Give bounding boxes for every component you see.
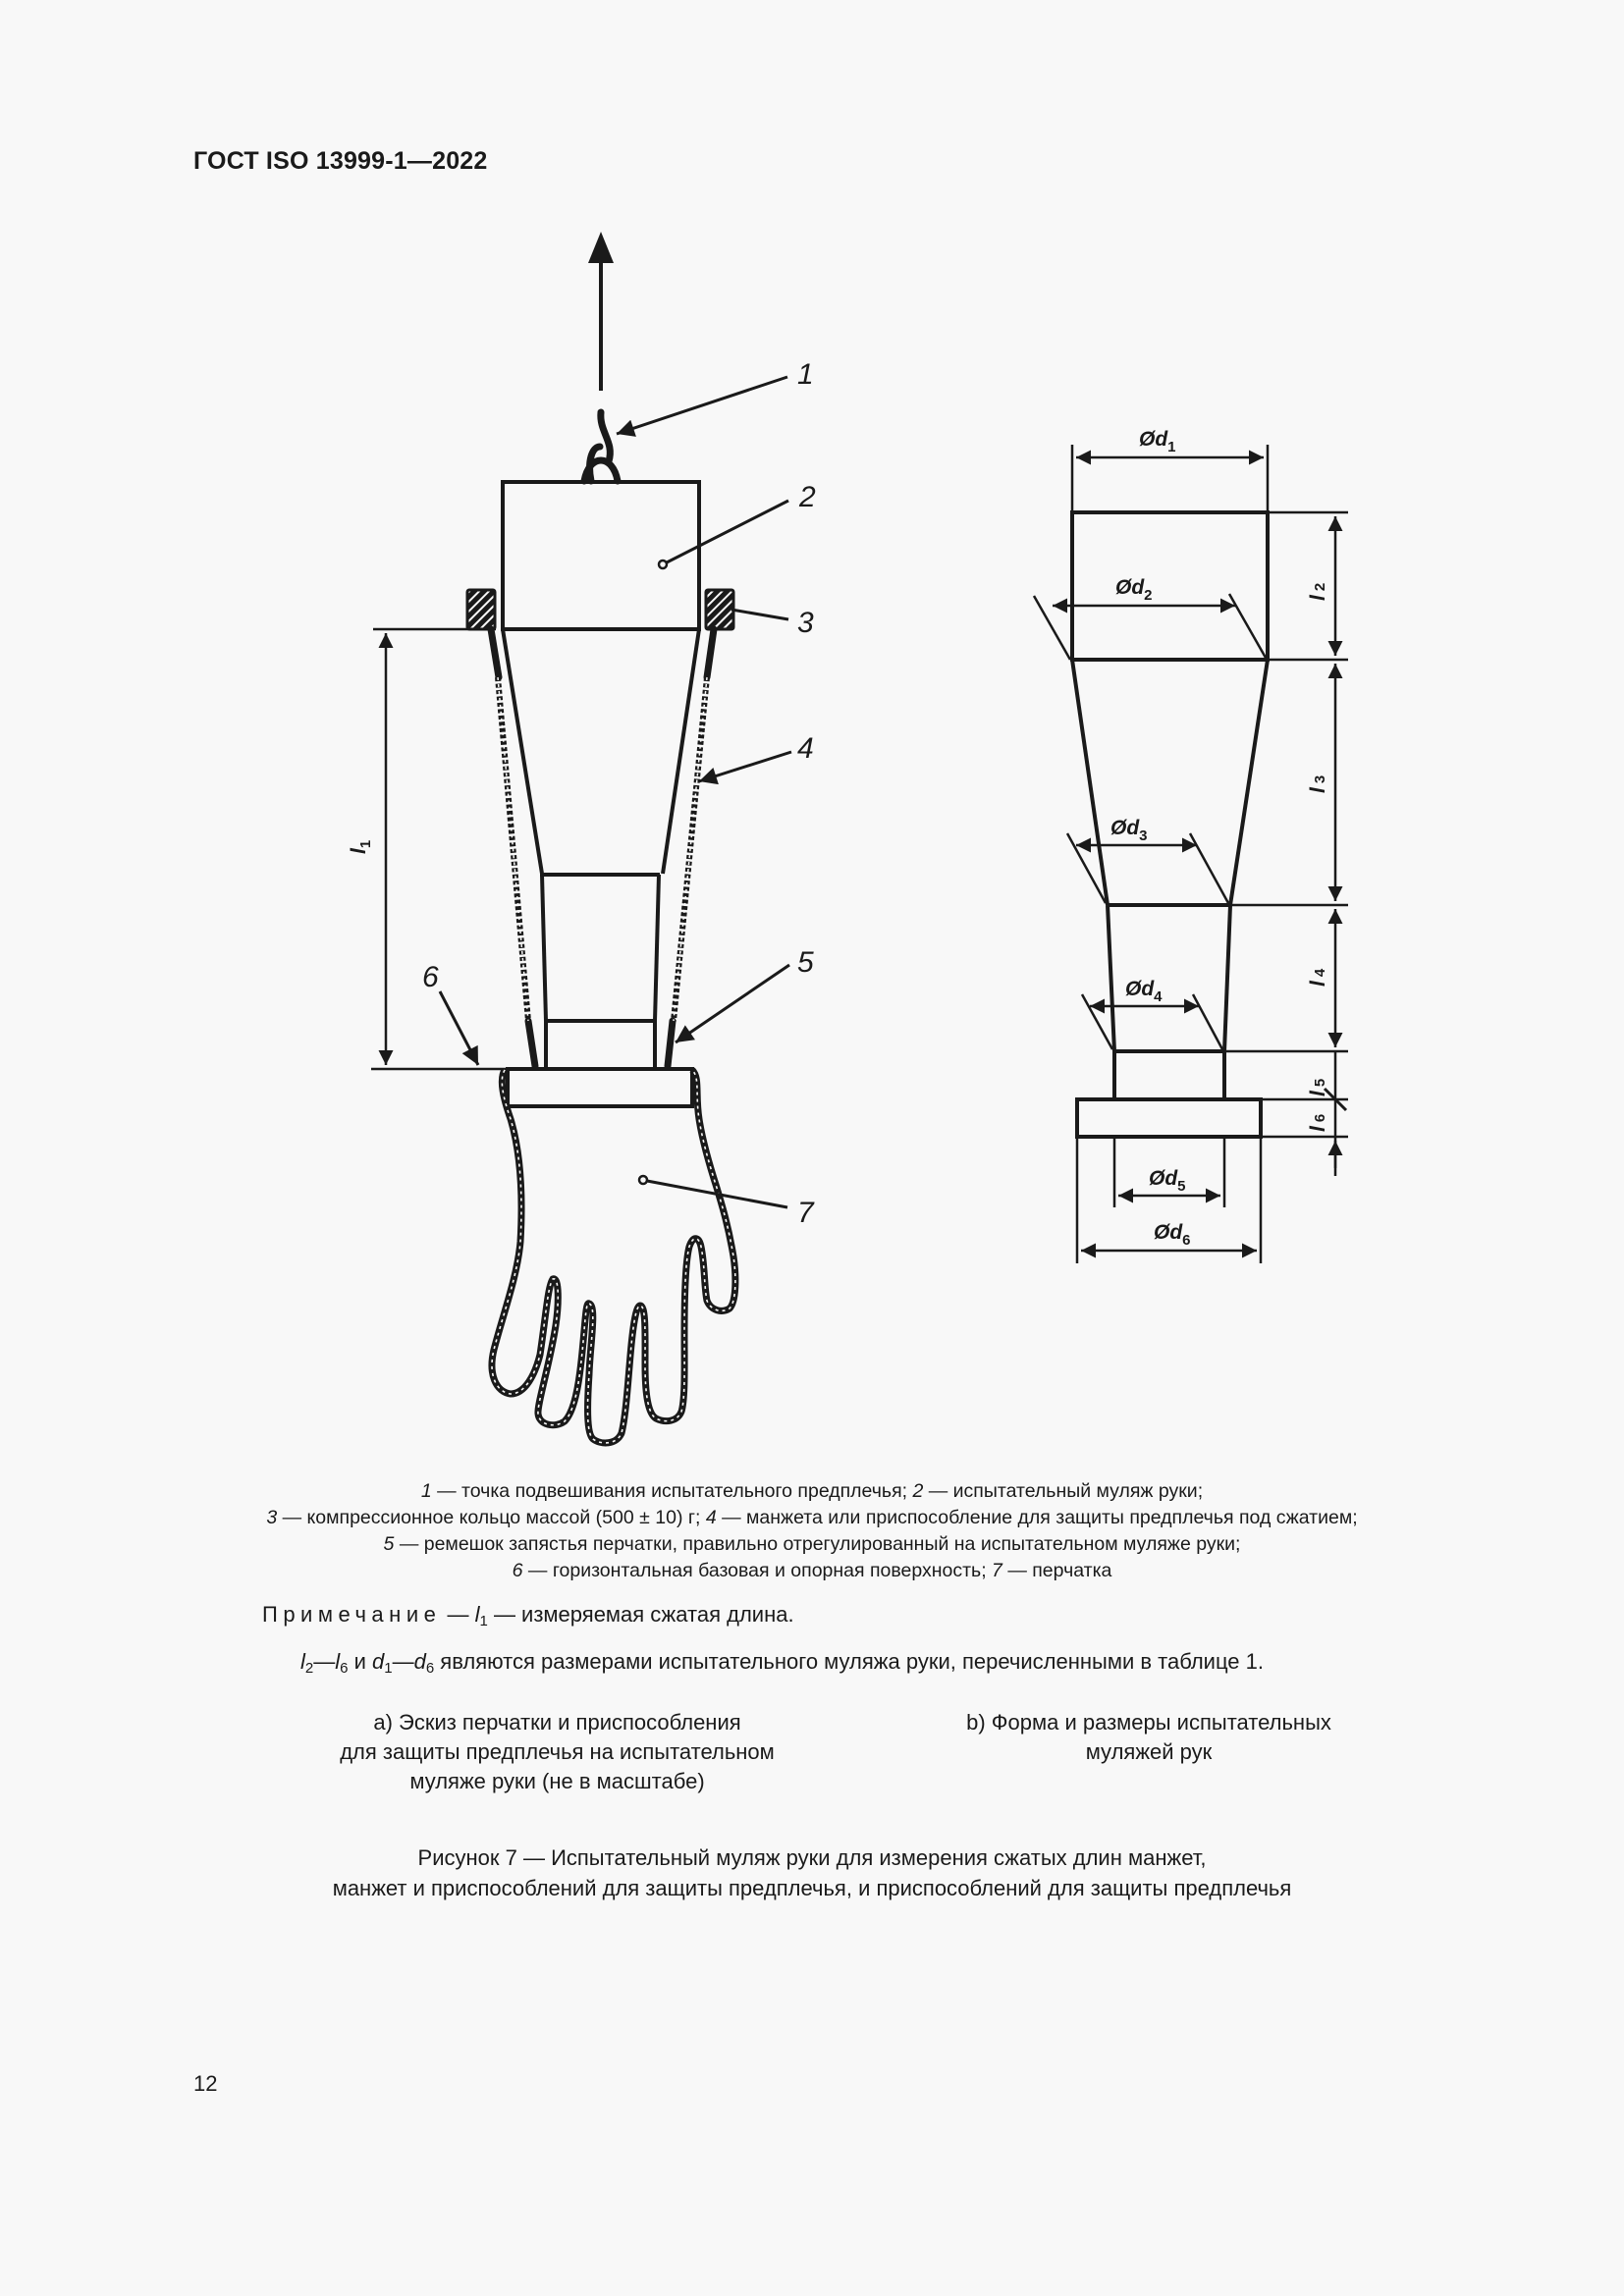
subcaption-b: b) Форма и размеры испытательных муляжей… <box>966 1710 1331 1764</box>
note-label: Примечание <box>262 1602 442 1627</box>
svg-text:l3: l3 <box>1307 775 1329 793</box>
figure-a-glove-sketch <box>371 232 792 1447</box>
glove-outline <box>488 1067 739 1447</box>
length-l5-label: l5 <box>1307 1079 1329 1096</box>
diameter-d4-label: Ød4 <box>1125 978 1163 1005</box>
page-number: 12 <box>193 2071 218 2096</box>
length-l3-label: l3 <box>1307 775 1329 793</box>
figure-7-drawing: 1 2 3 4 5 6 7 l1 <box>348 232 1348 1447</box>
length-l2-label: l2 <box>1307 583 1329 601</box>
length-l4-label: l4 <box>1307 968 1329 987</box>
diameter-d5-label: Ød5 <box>1149 1167 1186 1195</box>
diameter-d3-label: Ød3 <box>1110 817 1148 844</box>
diameter-d2-label: Ød2 <box>1115 576 1153 604</box>
callout-1: 1 <box>797 358 814 391</box>
legend-line: 6 — горизонтальная базовая и опорная пов… <box>512 1560 1112 1581</box>
legend-line: 1 — точка подвешивания испытательного пр… <box>420 1480 1204 1502</box>
figure-b-hand-model-dimensions <box>1032 445 1348 1263</box>
legend-line: 5 — ремешок запястья перчатки, правильно… <box>383 1533 1241 1555</box>
figure-caption: Рисунок 7 — Испытательный муляж руки для… <box>332 1845 1292 1900</box>
callout-5: 5 <box>797 946 814 979</box>
length-l6-label: l6 <box>1307 1114 1329 1132</box>
diameter-d1-label: Ød1 <box>1139 428 1176 455</box>
callout-2: 2 <box>798 481 816 513</box>
callout-7: 7 <box>797 1197 815 1229</box>
gauntlet-chain <box>487 625 718 1070</box>
legend-line: 3 — компрессионное кольцо массой (500 ± … <box>266 1507 1358 1528</box>
diameter-d6-label: Ød6 <box>1154 1221 1191 1249</box>
document-header: ГОСТ ISO 13999-1—2022 <box>193 147 488 175</box>
suspension-hook-icon <box>580 408 622 485</box>
subcaption-a: a) Эскиз перчатки и приспособления для з… <box>340 1710 775 1793</box>
callout-6: 6 <box>422 961 439 993</box>
note-line-1: Примечание — l1 — измеряемая сжатая длин… <box>262 1602 794 1629</box>
figure-legend: 1 — точка подвешивания испытательного пр… <box>147 1478 1477 1584</box>
svg-text:l4: l4 <box>1307 968 1329 987</box>
callout-3: 3 <box>797 607 814 639</box>
callout-4: 4 <box>797 732 814 765</box>
svg-text:l2: l2 <box>1307 583 1329 601</box>
pull-arrow-icon <box>588 232 614 391</box>
dimension-l1-label: l1 <box>348 840 374 854</box>
svg-text:l6: l6 <box>1307 1114 1329 1132</box>
note-line-2: l2—l6 и d1—d6 являются размерами испытат… <box>300 1649 1265 1677</box>
svg-text:l1: l1 <box>348 840 374 854</box>
svg-text:l5: l5 <box>1307 1079 1329 1096</box>
